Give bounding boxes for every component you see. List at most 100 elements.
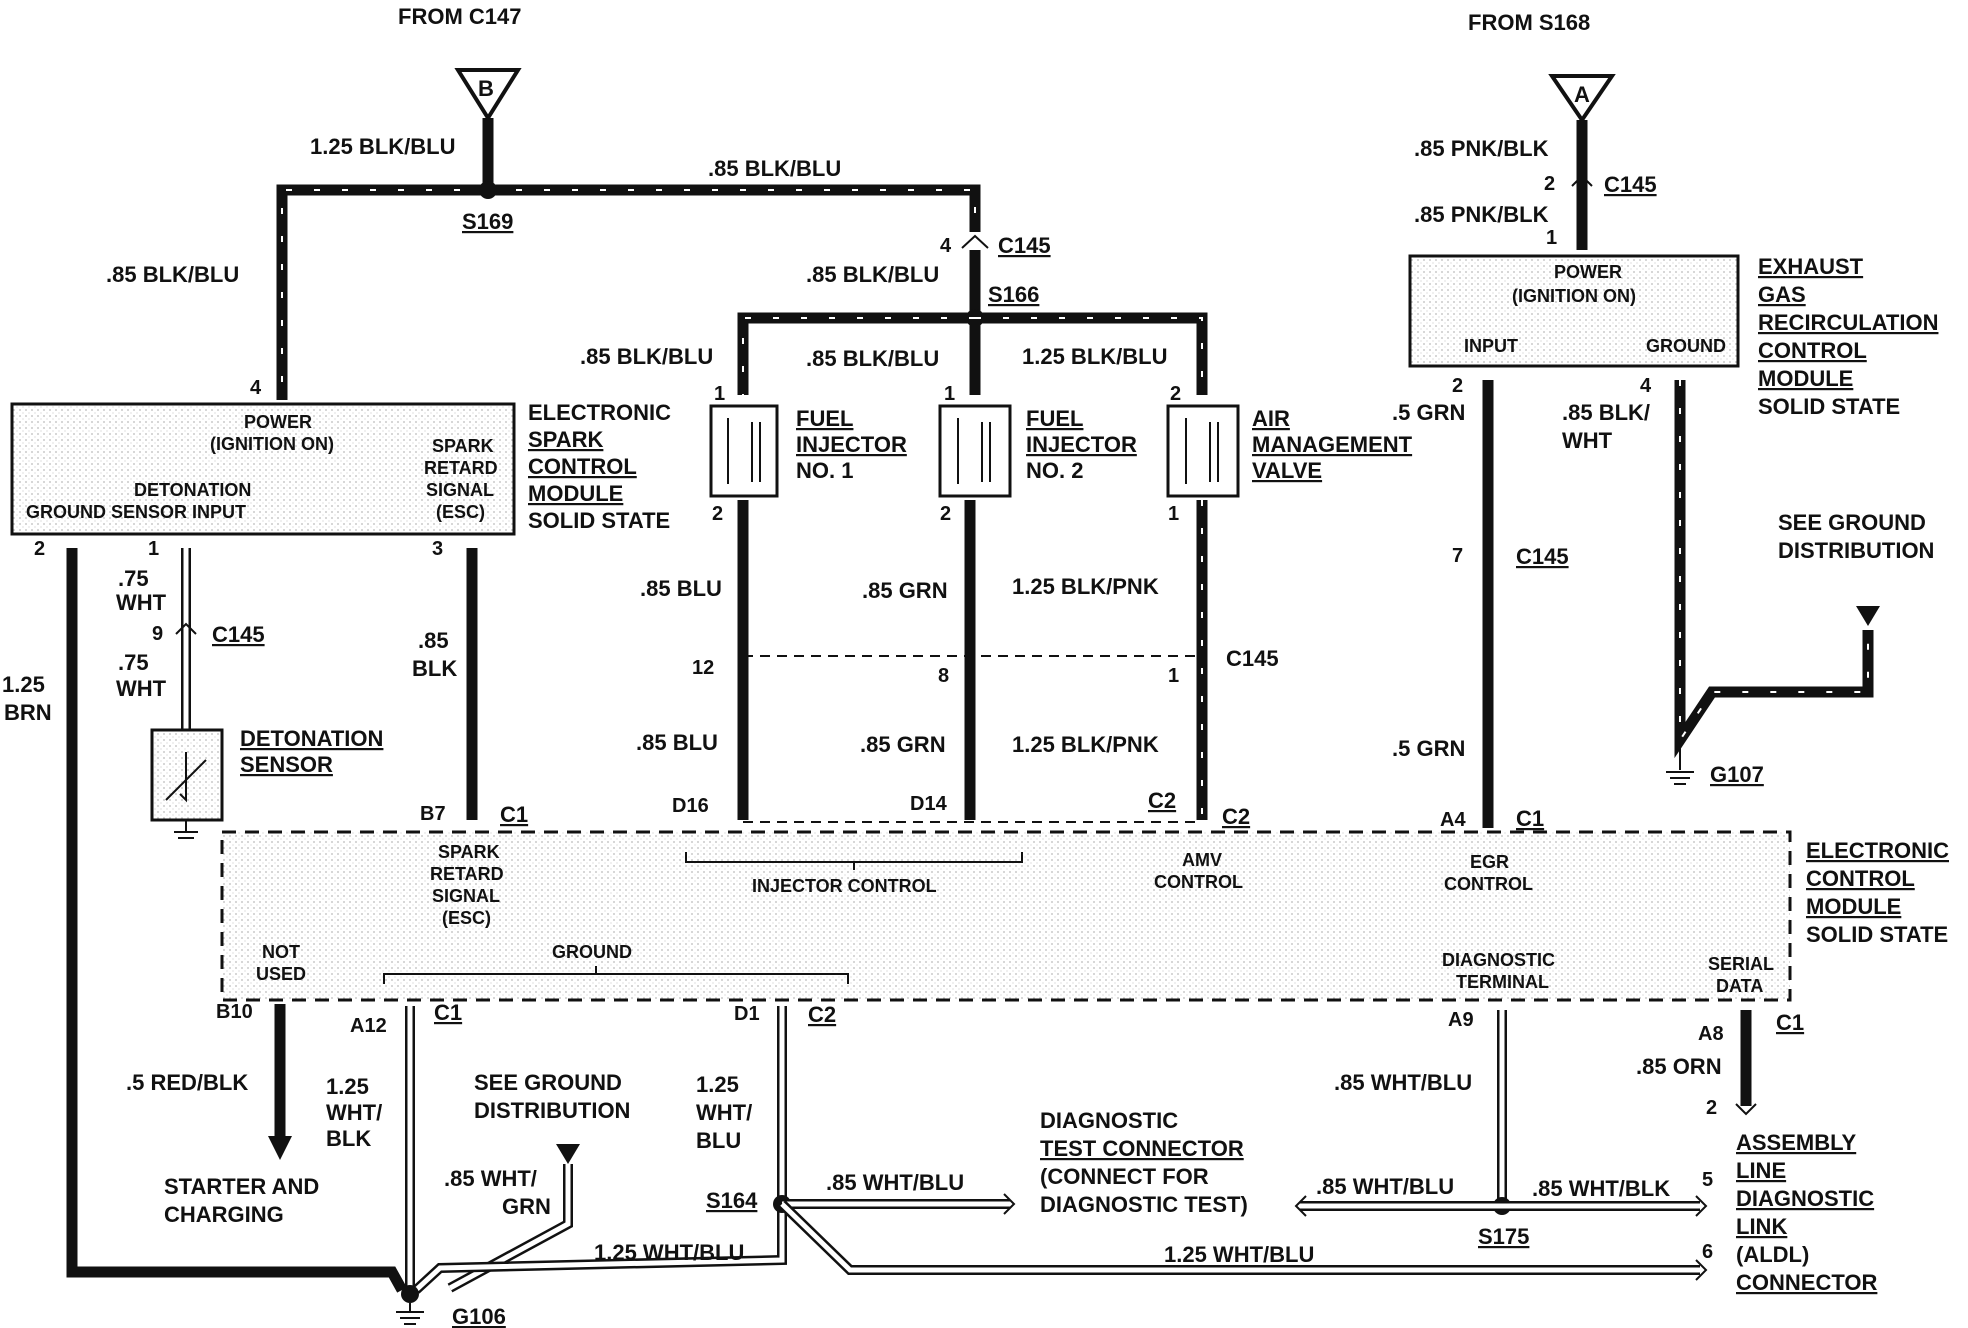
- injector-1-box: [709, 404, 779, 498]
- amv-l2: MANAGEMENT: [1252, 432, 1413, 457]
- pin-2-inj1: 2: [712, 503, 723, 525]
- injector-2-coil-icon: [957, 418, 991, 484]
- wire-label-125-wht-blk-a: 1.25: [326, 1074, 369, 1099]
- connector-a-marker: [1548, 74, 1616, 124]
- pin-d16: D16: [672, 795, 709, 817]
- splice-s169: [479, 181, 497, 199]
- ecm-diag-2: TERMINAL: [1456, 972, 1549, 992]
- injector-1-coil-icon: [727, 418, 761, 484]
- see-ground-2-l1: SEE GROUND: [474, 1070, 622, 1095]
- pin-4-c145: 4: [940, 235, 952, 257]
- pin-1-esc: 1: [148, 538, 159, 560]
- amv-box: [1166, 404, 1240, 498]
- wire-label-amv-feed: 1.25 BLK/BLU: [1022, 344, 1167, 369]
- ecm-serial-2: DATA: [1716, 976, 1763, 996]
- injector-control-bracket: [685, 852, 1023, 870]
- esc-detonation: DETONATION: [134, 480, 251, 500]
- wire-label-85-blu-2: .85 BLU: [636, 730, 718, 755]
- wire-label-85-blk-a: .85: [418, 628, 449, 653]
- wire-label-125-wht-blk-c: BLK: [326, 1126, 371, 1151]
- egr-module-box: [1408, 254, 1740, 368]
- wire-label-85-wht-blu-diag: .85 WHT/BLU: [826, 1170, 964, 1195]
- ecm-egr-1: EGR: [1470, 852, 1509, 872]
- wire-label-125-wht-blu-b: WHT/: [696, 1100, 752, 1125]
- pin-6-aldl: 6: [1702, 1241, 1713, 1263]
- pin-12: 12: [692, 657, 714, 679]
- wire-label-125-wht-blu-bottom: 1.25 WHT/BLU: [1164, 1242, 1314, 1267]
- wire-label-125-wht-blu-g106: 1.25 WHT/BLU: [594, 1240, 744, 1265]
- wire-label-85-wht-grn-a: .85 WHT/: [444, 1166, 537, 1191]
- ground-g107-icon: [1666, 740, 1694, 785]
- wire-label-125-wht-blu-c: BLU: [696, 1128, 741, 1153]
- pin-1-inj2: 1: [944, 383, 955, 405]
- connector-c2-d14-label: C2: [1148, 788, 1176, 813]
- aldl-l2: LINE: [1736, 1158, 1786, 1183]
- wire-label-125-blk-pnk-2: 1.25 BLK/PNK: [1012, 732, 1159, 757]
- wire-label-85-wht-blu-s175: .85 WHT/BLU: [1316, 1174, 1454, 1199]
- connector-c145-egr-label: C145: [1604, 172, 1657, 197]
- pin-3-esc: 3: [432, 538, 443, 560]
- wire-label-85-blk-wht-b: WHT: [1562, 428, 1613, 453]
- aldl-pin6-end-icon: [1695, 1259, 1708, 1281]
- s175-left-end-icon: [1294, 1195, 1307, 1217]
- wire-s166-network: [737, 312, 1208, 395]
- pin-d14: D14: [910, 793, 948, 815]
- wire-label-125-wht-blu-a: 1.25: [696, 1072, 739, 1097]
- splice-s164-label: S164: [706, 1188, 758, 1213]
- injector-2-l1: FUEL: [1026, 406, 1083, 431]
- egr-title-1: EXHAUST: [1758, 254, 1864, 279]
- pin-2-inj2: 2: [940, 503, 951, 525]
- pin-4-egr: 4: [1640, 375, 1652, 397]
- aldl-l1: ASSEMBLY: [1736, 1130, 1857, 1155]
- pin-9-det: 9: [152, 623, 163, 645]
- ground-g106-label: G106: [452, 1304, 506, 1328]
- see-ground-1-l1: SEE GROUND: [1778, 510, 1926, 535]
- wire-label-85-grn-2: .85 GRN: [860, 732, 946, 757]
- wire-label-85-pnk-blk-2: .85 PNK/BLK: [1414, 202, 1549, 227]
- pin-2-egr: 2: [1452, 375, 1463, 397]
- aldl-pin5-end-icon: [1695, 1195, 1708, 1217]
- pin-8: 8: [938, 665, 949, 687]
- pin-2-aldl: 2: [1706, 1097, 1717, 1119]
- ecm-spark-1: SPARK: [438, 842, 500, 862]
- ecm-not-used-1: NOT: [262, 942, 300, 962]
- splice-s175-label: S175: [1478, 1224, 1529, 1249]
- wire-label-85-blu-1: .85 BLU: [640, 576, 722, 601]
- egr-title-5: MODULE: [1758, 366, 1853, 391]
- wire-label-125-brn-b: BRN: [4, 700, 52, 725]
- injector-2-box: [938, 404, 1012, 498]
- connector-b-marker: [454, 68, 522, 122]
- wire-85-blk-wht-egr-ground: [1674, 380, 1874, 759]
- diag-conn-l2: TEST CONNECTOR: [1040, 1136, 1244, 1161]
- wire-label-inj2-feed: .85 BLK/BLU: [806, 346, 939, 371]
- ground-g106-point: [401, 1285, 419, 1303]
- ecm-title-1: ELECTRONIC: [1806, 838, 1949, 863]
- aldl-l3: DIAGNOSTIC: [1736, 1186, 1874, 1211]
- starter-l1: STARTER AND: [164, 1174, 319, 1199]
- pin-1-egr-top: 1: [1546, 227, 1557, 249]
- wire-label-125-blk-pnk-1: 1.25 BLK/PNK: [1012, 574, 1159, 599]
- pin-b7: B7: [420, 803, 446, 825]
- connector-c1-b7-label: C1: [500, 802, 528, 827]
- ecm-spark-2: RETARD: [430, 864, 504, 884]
- ecm-ground: GROUND: [552, 942, 632, 962]
- ecm-egr-2: CONTROL: [1444, 874, 1533, 894]
- pin-1-inj1: 1: [714, 383, 725, 405]
- ground-arrow-icon: [1856, 606, 1880, 626]
- marker-a-text: A: [1574, 82, 1590, 107]
- ground-g106-icon: [396, 1303, 424, 1325]
- ecm-diag-1: DIAGNOSTIC: [1442, 950, 1555, 970]
- egr-title-6: SOLID STATE: [1758, 394, 1900, 419]
- diag-conn-l3: (CONNECT FOR: [1040, 1164, 1209, 1189]
- ecm-title-3: MODULE: [1806, 894, 1901, 919]
- wire-125-brn: [66, 548, 407, 1293]
- detonation-ground-icon: [174, 820, 198, 839]
- esc-ign: (IGNITION ON): [210, 434, 334, 454]
- esc-esc: (ESC): [436, 502, 485, 522]
- wire-label-125-brn-a: 1.25: [2, 672, 45, 697]
- esc-title-1: ELECTRONIC: [528, 400, 671, 425]
- connector-c145-egr-low-label: C145: [1516, 544, 1569, 569]
- injector-1-l2: INJECTOR: [796, 432, 907, 457]
- from-c147-label: FROM C147: [398, 4, 521, 29]
